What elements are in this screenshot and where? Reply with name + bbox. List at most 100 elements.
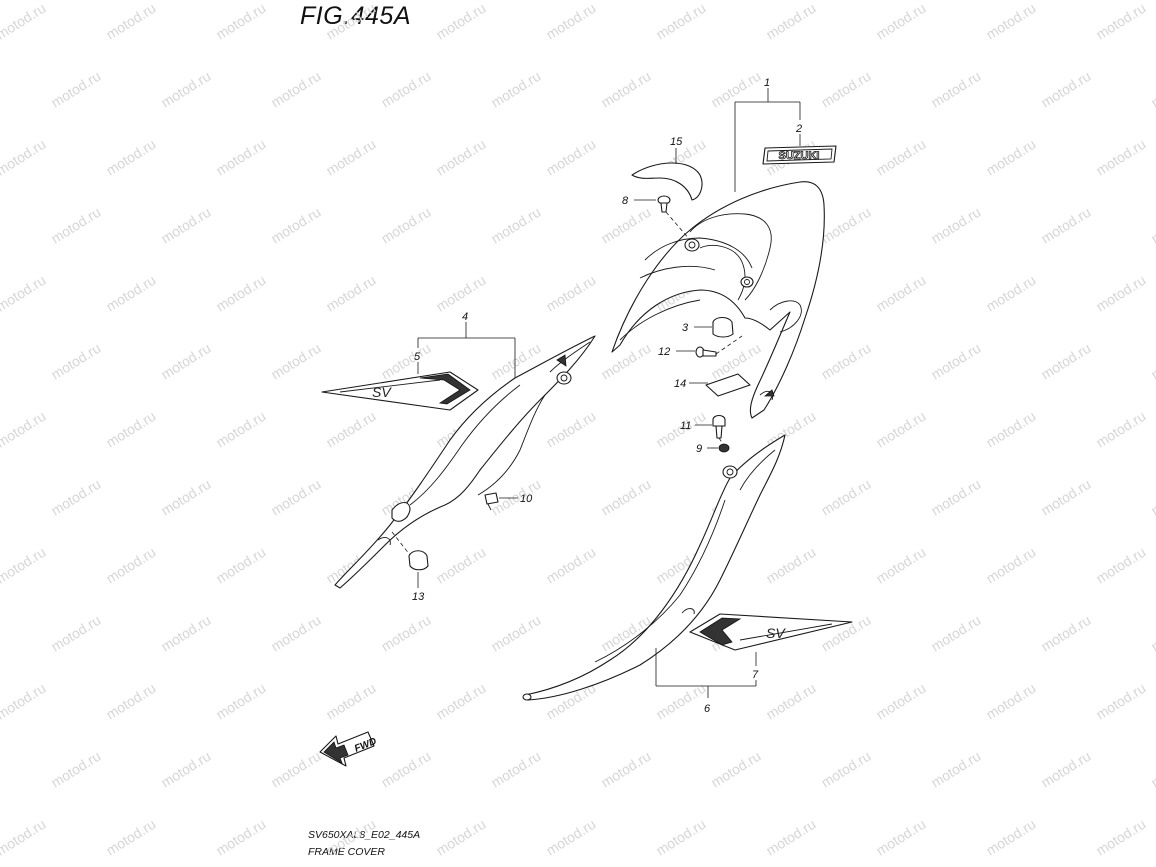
watermark-text: motod.ru	[1148, 68, 1156, 111]
watermark-text: motod.ru	[323, 816, 378, 859]
watermark-text: motod.ru	[928, 748, 983, 791]
watermark-text: motod.ru	[983, 544, 1038, 587]
callout-3: 3	[682, 322, 689, 334]
watermark-text: motod.ru	[543, 816, 598, 859]
part-6-frame-cover-right[interactable]	[522, 434, 786, 701]
watermark-text: motod.ru	[818, 204, 873, 247]
watermark-text: motod.ru	[103, 272, 158, 315]
watermark-text: motod.ru	[1148, 340, 1156, 383]
watermark-text: motod.ru	[598, 204, 653, 247]
watermark-text: motod.ru	[213, 816, 268, 859]
watermark-text: motod.ru	[818, 612, 873, 655]
part-1-tail-cover[interactable]	[611, 181, 825, 419]
watermark-text: motod.ru	[103, 0, 158, 43]
watermark-text: motod.ru	[433, 816, 488, 859]
callout-6: 6	[704, 703, 711, 715]
watermark-text: motod.ru	[1038, 340, 1093, 383]
watermark-text: motod.ru	[103, 544, 158, 587]
watermark-text: motod.ru	[928, 68, 983, 111]
watermark-text: motod.ru	[708, 748, 763, 791]
watermark-text: motod.ru	[268, 748, 323, 791]
watermark-text: motod.ru	[1093, 680, 1148, 723]
watermark-text: motod.ru	[543, 272, 598, 315]
watermark-text: motod.ru	[928, 204, 983, 247]
callout-14: 14	[674, 378, 686, 390]
watermark-text: motod.ru	[0, 0, 48, 43]
figure-caption: FRAME COVER	[308, 846, 386, 858]
watermark-text: motod.ru	[433, 272, 488, 315]
watermark-text: motod.ru	[213, 136, 268, 179]
watermark-text: motod.ru	[378, 612, 433, 655]
watermark-text: motod.ru	[763, 680, 818, 723]
watermark-text: motod.ru	[0, 136, 48, 179]
watermark-text: motod.ru	[433, 0, 488, 43]
callout-15: 15	[670, 136, 683, 148]
watermark-text: motod.ru	[763, 0, 818, 43]
watermark-text: motod.ru	[103, 408, 158, 451]
watermark-text: motod.ru	[323, 408, 378, 451]
part-15-pad[interactable]	[631, 162, 703, 201]
part-11-bolt[interactable]	[712, 414, 726, 439]
watermark-text: motod.ru	[653, 0, 708, 43]
part-10-clip[interactable]	[484, 492, 499, 511]
watermark-text: motod.ru	[488, 204, 543, 247]
watermark-text: motod.ru	[213, 408, 268, 451]
part-7-decal-right[interactable]: SV	[689, 613, 853, 651]
part-3-cushion[interactable]	[712, 316, 734, 338]
watermark-text: motod.ru	[983, 272, 1038, 315]
watermark-text: motod.ru	[1148, 748, 1156, 791]
watermark-text: motod.ru	[378, 748, 433, 791]
watermark-text: motod.ru	[48, 612, 103, 655]
watermark-text: motod.ru	[488, 748, 543, 791]
watermark-text: motod.ru	[48, 340, 103, 383]
part-14-tape[interactable]	[705, 373, 751, 397]
watermark-text: motod.ru	[983, 136, 1038, 179]
watermark-text: motod.ru	[983, 680, 1038, 723]
watermark-text: motod.ru	[873, 0, 928, 43]
watermark-text: motod.ru	[763, 544, 818, 587]
watermark-text: motod.ru	[323, 680, 378, 723]
watermark-text: motod.ru	[48, 68, 103, 111]
part-5-decal-left[interactable]: SV	[321, 371, 479, 411]
watermark-text: motod.ru	[158, 204, 213, 247]
watermark-text: motod.ru	[0, 680, 48, 723]
callout-labels: 1 2 3 4 5 6 7 8 9 10 11 12 13 14 15	[412, 77, 802, 715]
watermark-text: motod.ru	[1093, 816, 1148, 859]
watermark-text: motod.ru	[1038, 68, 1093, 111]
watermark-text: motod.ru	[543, 136, 598, 179]
watermark-text: motod.ru	[1093, 408, 1148, 451]
watermark-text: motod.ru	[763, 816, 818, 859]
watermark-text: motod.ru	[433, 680, 488, 723]
watermark-text: motod.ru	[48, 476, 103, 519]
part-4-frame-cover-left[interactable]	[334, 335, 596, 589]
watermark-text: motod.ru	[1038, 612, 1093, 655]
watermark-text: motod.ru	[543, 408, 598, 451]
watermark-text: motod.ru	[158, 748, 213, 791]
part-2-suzuki-emblem[interactable]: SUZUKI	[762, 145, 837, 165]
watermark-text: motod.ru	[928, 340, 983, 383]
watermark-text: motod.ru	[928, 612, 983, 655]
watermark-text: motod.ru	[983, 408, 1038, 451]
part-13-grommet[interactable]	[408, 550, 429, 571]
part-9-washer[interactable]	[718, 443, 730, 453]
fwd-arrow-icon: FWD	[319, 731, 378, 767]
watermark-text: motod.ru	[873, 272, 928, 315]
part-12-screw[interactable]	[695, 346, 717, 358]
part-8-screw[interactable]	[657, 195, 671, 213]
leader-lines	[391, 88, 801, 698]
callout-11: 11	[680, 420, 691, 432]
watermark-text: motod.ru	[543, 0, 598, 43]
watermark-text: motod.ru	[1038, 476, 1093, 519]
watermark-text: motod.ru	[103, 816, 158, 859]
watermark-text: motod.ru	[598, 748, 653, 791]
watermark-text: motod.ru	[598, 68, 653, 111]
watermark-text: motod.ru	[103, 136, 158, 179]
watermark-text: motod.ru	[268, 340, 323, 383]
watermark-text: motod.ru	[433, 136, 488, 179]
watermark-text: motod.ru	[818, 68, 873, 111]
watermark-text: motod.ru	[213, 544, 268, 587]
watermark-text: motod.ru	[1148, 476, 1156, 519]
callout-5: 5	[414, 351, 421, 363]
